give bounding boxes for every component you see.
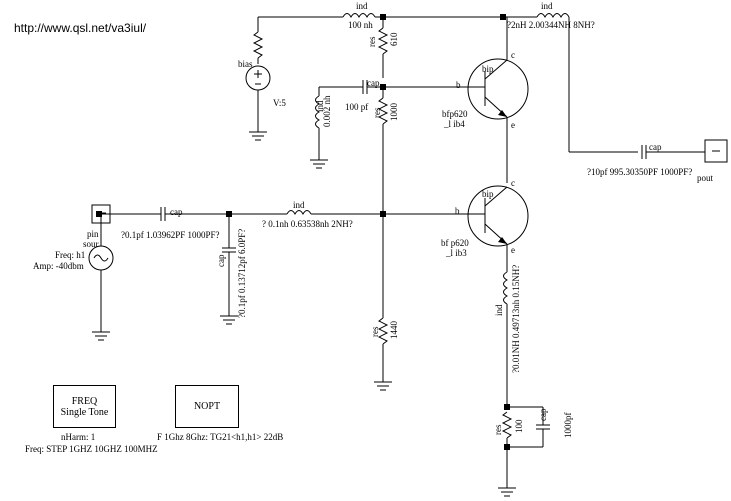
freq-block[interactable]: FREQ Single Tone — [53, 385, 116, 428]
ind-002-value: 0.002 nh — [322, 95, 332, 128]
cap-in-type: cap — [170, 207, 183, 217]
res-1440-type: res — [370, 326, 380, 338]
freq-step: Freq: STEP 1GHZ 10GHZ 100MHZ — [25, 444, 158, 454]
freq-block-title: FREQ — [71, 395, 98, 407]
q1-model: bfp620 — [442, 109, 468, 119]
cap-shunt-value: ?0.1pf 0.13712pf 6.0PF? — [237, 228, 247, 318]
ind-top2-value: ?2nH 2.00344NH 8NH? — [507, 20, 595, 30]
cap-100-type: cap — [367, 78, 380, 88]
q1-collector: c — [511, 50, 515, 60]
res-100-value: 100 — [514, 419, 524, 434]
res-610-value: 610 — [389, 32, 399, 47]
cap-1000-type: cap — [538, 408, 548, 422]
nopt-block[interactable]: NOPT — [175, 385, 239, 428]
res-1440-value: 1440 — [389, 321, 399, 339]
voltage-label: V:5 — [273, 98, 286, 108]
bias-label: bias — [238, 59, 253, 69]
ind-top2-type: ind — [541, 1, 553, 11]
res-1000-value: 1000 — [389, 103, 399, 121]
ind-em-value: ?0.01NH 0.49713nh 0.15NH? — [511, 264, 521, 373]
nopt-block-title: NOPT — [193, 401, 221, 412]
q2-emitter: e — [511, 245, 515, 255]
ind-mid-type: ind — [293, 200, 305, 210]
q2-bip: bip — [482, 189, 494, 199]
freq-nharm: nHarm: 1 — [61, 432, 96, 442]
cap-1000-value: 1000pf — [563, 412, 573, 439]
q2-collector: c — [511, 178, 515, 188]
source-freq: Freq: h1 — [55, 250, 86, 260]
sour-label: sour — [83, 239, 99, 249]
cap-out-type: cap — [649, 142, 662, 152]
source-amp: Amp: -40dbm — [33, 261, 84, 271]
source-url[interactable]: http://www.qsl.net/va3iul/ — [14, 21, 147, 35]
freq-block-subtitle: Single Tone — [60, 406, 109, 418]
nopt-goal: F 1Ghz 8Ghz: TG21<h1,h1> 22dB — [157, 432, 284, 442]
pin-label: pin — [87, 229, 99, 239]
res-1000-type: res — [372, 107, 382, 119]
ind-top1-type: ind — [356, 1, 368, 11]
pout-label: pout — [697, 173, 714, 183]
q1-base: b — [456, 80, 461, 90]
ind-mid-value: ? 0.1nh 0.63538nh 2NH? — [262, 219, 353, 229]
res-100-type: res — [493, 424, 503, 436]
q2-model: bf p620 — [441, 238, 469, 248]
q2-base: b — [455, 206, 460, 216]
cap-100-value: 100 pf — [345, 102, 369, 112]
q1-emitter: e — [511, 120, 515, 130]
q1-ib: _l ib4 — [444, 119, 465, 129]
res-610-type: res — [367, 36, 377, 48]
ind-top1-value: 100 nh — [348, 20, 373, 30]
cap-in-value: ?0.1pf 1.03962PF 1000PF? — [121, 230, 220, 240]
q2-ib: _l ib3 — [446, 248, 467, 258]
cap-out-value: ?10pf 995.30350PF 1000PF? — [587, 167, 693, 177]
ind-em-type: ind — [494, 304, 504, 316]
q1-bip: bip — [482, 64, 494, 74]
cap-shunt-type: cap — [216, 254, 226, 268]
